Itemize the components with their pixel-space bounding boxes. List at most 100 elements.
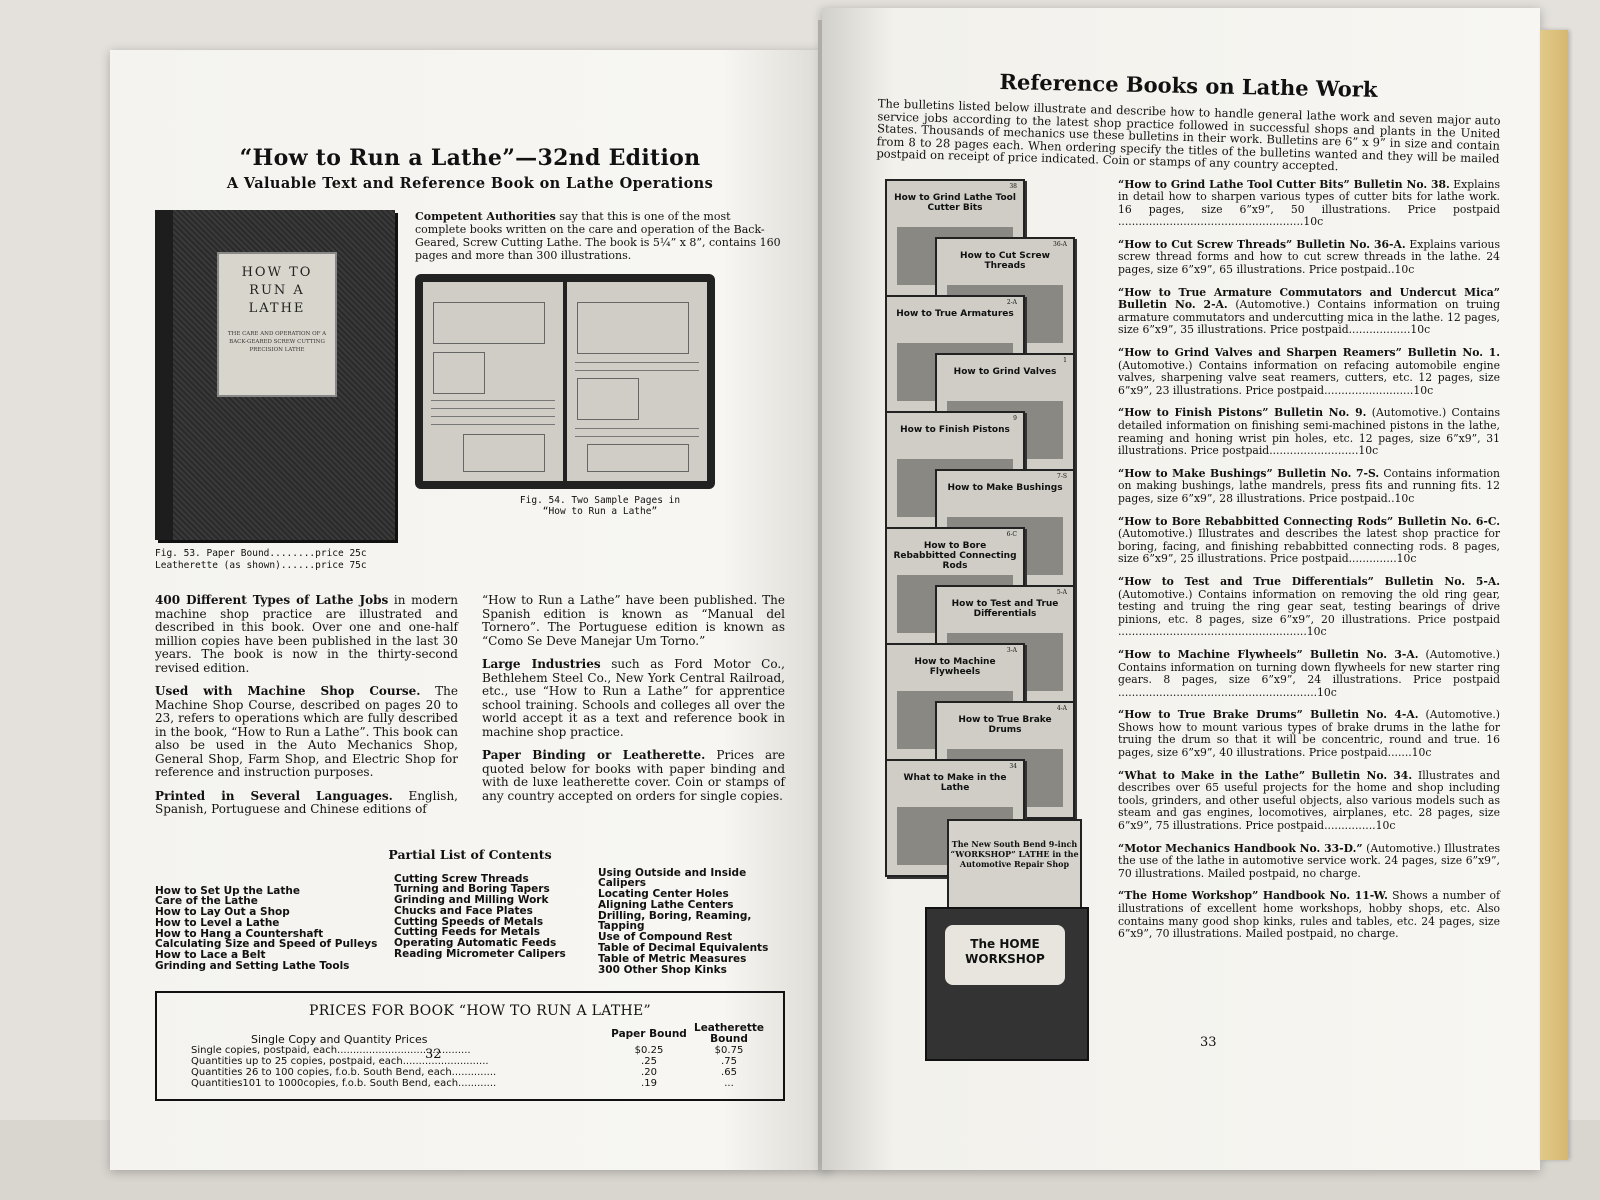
paragraph-lathe-jobs: 400 Different Types of Lathe Jobs in mod…: [155, 593, 459, 675]
bulletin-entry: “How to Machine Flywheels” Bulletin No. …: [1118, 647, 1500, 699]
price-row: Quantities up to 25 copies, postpaid, ea…: [191, 1056, 769, 1067]
contents-item: Cutting Screw Threads: [394, 872, 529, 885]
prices-box: PRICES FOR BOOK “HOW TO RUN A LATHE” Sin…: [155, 991, 785, 1102]
contents-item: Drilling, Boring, Reaming, Tapping: [598, 909, 752, 933]
bulletin-entry: “How to Grind Lathe Tool Cutter Bits” Bu…: [1118, 177, 1500, 229]
paragraph-machine-shop-course: Used with Machine Shop Course. The Machi…: [155, 684, 459, 779]
bulletin-entry: “How to Make Bushings” Bulletin No. 7-S.…: [1118, 466, 1500, 506]
bulletin-cover-title: How to Grind Valves: [953, 366, 1057, 377]
price-leather: ...: [724, 1078, 734, 1090]
bulletin-entry: “How to Cut Screw Threads” Bulletin No. …: [1118, 238, 1500, 277]
bulletin-entry: “Motor Mechanics Handbook No. 33-D.” (Au…: [1118, 841, 1500, 881]
paragraph-editions: “How to Run a Lathe” have been published…: [482, 593, 785, 648]
fig53-caption-line2: Leatherette (as shown)......price 75c: [155, 560, 367, 571]
price-label: Quantities 26 to 100 copies, f.o.b. Sout…: [191, 1067, 497, 1079]
cover-subtitle: THE CARE AND OPERATION OF A BACK-GEARED …: [227, 331, 327, 353]
bulletin-title: “How to Finish Pistons” Bulletin No. 9.: [1118, 406, 1367, 420]
fig54-caption-line2: “How to Run a Lathe”: [542, 506, 658, 517]
price-row: Single copies, postpaid, each...........…: [191, 1045, 769, 1056]
bulletin-cover-number: 3-A: [1006, 646, 1017, 654]
bulletin-description: (Automotive.) Illustrates the use of the…: [1118, 841, 1500, 880]
bulletin-cover-number: 36-A: [1053, 240, 1067, 248]
page-title: “How to Run a Lathe”—32nd Edition: [239, 145, 701, 171]
bulletin-cover-number: 6-C: [1006, 530, 1017, 538]
bulletin-cover-title: How to True Armatures: [896, 308, 1014, 319]
paragraph-binding: Paper Binding or Leatherette. Prices are…: [482, 748, 786, 803]
home-workshop-cover: The HOME WORKSHOP: [925, 906, 1089, 1061]
bulletin-entry: “How to True Armature Commutators and Un…: [1118, 285, 1500, 337]
contents-item: Calculating Size and Speed of Pulleys: [155, 938, 378, 951]
price-label: Quantities up to 25 copies, postpaid, ea…: [191, 1056, 489, 1068]
price-leather: $0.75: [714, 1045, 744, 1057]
bulletin-cover-title: How to Finish Pistons: [900, 424, 1010, 435]
contents-item: Cutting Feeds for Metals: [394, 926, 541, 939]
contents-item: Cutting Speeds of Metals: [394, 915, 544, 928]
bulletin-cover-number: 7-S: [1057, 472, 1067, 480]
bulletin-description: Explains in detail how to sharpen variou…: [1118, 177, 1500, 229]
contents-item: How to Set Up the Lathe: [155, 884, 300, 897]
prices-table: Single Copy and Quantity Prices Paper Bo…: [191, 1022, 769, 1090]
bulletin-description: (Automotive.) Contains information on tr…: [1118, 298, 1500, 337]
price-leather: .75: [721, 1056, 737, 1068]
bulletin-title: “How to Bore Rebabbitted Connecting Rods…: [1118, 514, 1500, 528]
contents-item: Grinding and Milling Work: [394, 894, 549, 907]
contents-item: 300 Other Shop Kinks: [598, 963, 727, 976]
bulletin-title: “How to True Armature Commutators and Un…: [1118, 285, 1500, 312]
bulletin-entry: “How to Bore Rebabbitted Connecting Rods…: [1118, 514, 1500, 566]
page-edges: [1540, 30, 1568, 1160]
bulletin-title: “How to Test and True Differentials” Bul…: [1118, 574, 1500, 588]
contents-item: Table of Decimal Equivalents: [598, 942, 769, 955]
contents-item: Reading Micrometer Calipers: [394, 948, 566, 961]
bulletin-list: “How to Grind Lathe Tool Cutter Bits” Bu…: [1118, 177, 1500, 1049]
competent-paragraph: Competent Authorities say that this is o…: [415, 210, 781, 262]
price-paper: $0.25: [634, 1045, 664, 1057]
bulletin-description: (Automotive.) Shows how to mount various…: [1118, 708, 1500, 760]
prices-subheading: Single Copy and Quantity Prices: [251, 1032, 428, 1046]
bulletin-cover-number: 4-A: [1056, 704, 1067, 712]
bulletin-title: “How to Grind Valves and Sharpen Reamers…: [1118, 346, 1500, 360]
price-paper: .20: [641, 1067, 657, 1079]
bulletin-entry: “How to Test and True Differentials” Bul…: [1118, 574, 1500, 639]
bulletin-title: “How to Make Bushings” Bulletin No. 7-S.: [1118, 466, 1380, 480]
bulletin-cover-number: 9: [1013, 414, 1017, 422]
bulletin-description: (Automotive.) Contains detailed informat…: [1118, 406, 1500, 458]
bulletin-description: (Automotive.) Contains information on re…: [1118, 358, 1500, 397]
bulletin-cover-title: How to Test and True Differentials: [951, 598, 1059, 619]
page-number: 32: [425, 1047, 442, 1062]
contents-item: Grinding and Setting Lathe Tools: [155, 960, 350, 973]
contents-item: How to Lay Out a Shop: [155, 906, 290, 919]
bulletin-title: “How to Machine Flywheels” Bulletin No. …: [1118, 647, 1419, 661]
bulletin-cover-number: 2-A: [1006, 298, 1017, 306]
bulletin-cover-title: How to Machine Flywheels: [914, 656, 996, 677]
bulletin-cover-title: How to Bore Rebabbitted Connecting Rods: [893, 540, 1017, 571]
bulletin-title: “Motor Mechanics Handbook No. 33-D.”: [1118, 841, 1363, 855]
contents-item: Locating Center Holes: [598, 888, 729, 901]
bulletin-cover-title: How to Grind Lathe Tool Cutter Bits: [894, 192, 1016, 213]
contents-item: How to Hang a Countershaft: [155, 927, 324, 940]
bulletin-cover-title: How to Cut Screw Threads: [960, 250, 1050, 271]
bulletin-cover-title: What to Make in the Lathe: [903, 772, 1007, 793]
contents-item: How to Lace a Belt: [155, 949, 266, 962]
contents-item: Care of the Lathe: [155, 895, 258, 908]
contents-item: Aligning Lathe Centers: [598, 898, 734, 911]
price-paper: .25: [641, 1056, 657, 1068]
page-number: 33: [1200, 1035, 1217, 1050]
contents-title: Partial List of Contents: [388, 846, 552, 862]
fig54-caption-line1: Fig. 54. Two Sample Pages in: [519, 495, 681, 506]
prices-title: PRICES FOR BOOK “HOW TO RUN A LATHE”: [309, 1003, 651, 1020]
price-row: Quantities 26 to 100 copies, f.o.b. Sout…: [191, 1067, 769, 1078]
bulletin-title: “How to Grind Lathe Tool Cutter Bits” Bu…: [1118, 177, 1450, 191]
col-leatherette-bound: Leatherette Bound: [694, 1022, 764, 1046]
intro-paragraph: The bulletins listed below illustrate an…: [876, 96, 1501, 174]
contents-item: Chucks and Face Plates: [394, 904, 533, 917]
price-label: Single copies, postpaid, each...........…: [191, 1045, 471, 1057]
contents-item: Using Outside and Inside Calipers: [598, 866, 747, 890]
bulletin-entry: “How to Finish Pistons” Bulletin No. 9. …: [1118, 407, 1500, 457]
bulletin-title: “What to Make in the Lathe” Bulletin No.…: [1118, 768, 1413, 782]
bulletin-title: “How to True Brake Drums” Bulletin No. 4…: [1118, 708, 1419, 722]
bulletin-entry: “What to Make in the Lathe” Bulletin No.…: [1118, 768, 1500, 833]
